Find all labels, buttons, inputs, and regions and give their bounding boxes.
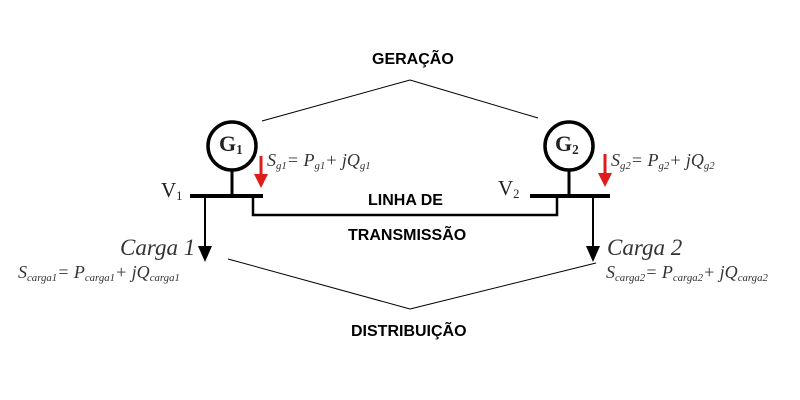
transmission-line <box>251 196 559 217</box>
generation-line-left <box>261 79 411 122</box>
transmission-label-top: LINHA DE <box>368 192 443 209</box>
gen-2-power-equation: Sg2= Pg2+ jQg2 <box>611 150 715 172</box>
bus-1-voltage-label: V1 <box>161 178 183 203</box>
gen-1-power-arrowhead <box>254 174 268 188</box>
generation-label: GERAÇÃO <box>372 51 454 68</box>
distribution-label: DISTRIBUIÇÃO <box>351 323 467 340</box>
load-2-name: Carga 2 <box>607 235 683 260</box>
distribution-line-left <box>227 258 411 310</box>
load-2-power-equation: Scarga2= Pcarga2+ jQcarga2 <box>606 262 768 284</box>
gen-1-power-equation: Sg1= Pg1+ jQg1 <box>267 150 371 172</box>
generator-2-label: G2 <box>555 131 579 157</box>
distribution-line-right <box>409 262 597 310</box>
load-1-power-equation: Scarga1= Pcarga1+ jQcarga1 <box>18 262 180 284</box>
generation-line-right <box>409 79 539 119</box>
bus-2-voltage-label: V2 <box>498 176 520 201</box>
load-2-arrowhead <box>586 246 600 262</box>
gen-2-power-arrowhead <box>598 173 612 187</box>
generator-1-label: G1 <box>219 131 243 157</box>
transmission-label-bottom: TRANSMISSÃO <box>348 227 467 244</box>
load-1-name: Carga 1 <box>120 235 196 260</box>
load-1-arrowhead <box>198 246 212 262</box>
